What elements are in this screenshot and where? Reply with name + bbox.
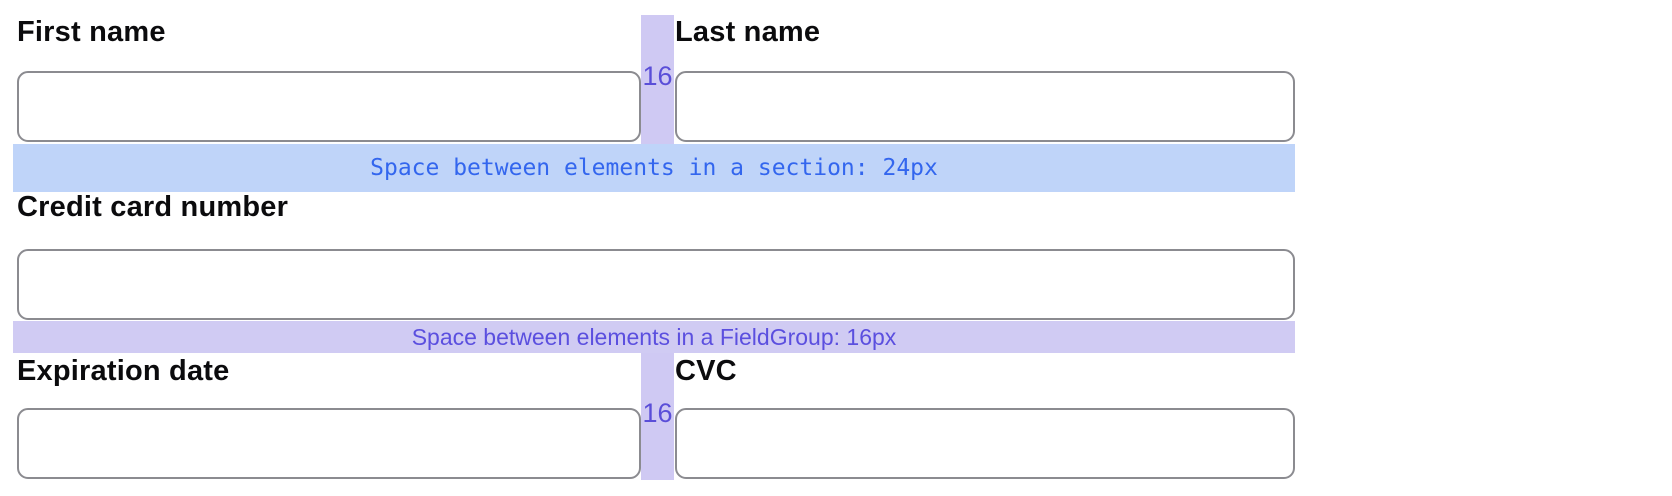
expiration-date-label: Expiration date bbox=[17, 355, 230, 387]
fieldgroup-gap-strip-bottom bbox=[641, 353, 674, 480]
last-name-input[interactable] bbox=[675, 71, 1295, 142]
expiration-date-input[interactable] bbox=[17, 408, 641, 479]
fieldgroup-spacing-band-label: Space between elements in a FieldGroup: … bbox=[411, 323, 897, 350]
fieldgroup-gap-strip-top bbox=[641, 15, 674, 144]
section-spacing-band: Space between elements in a section: 24p… bbox=[13, 144, 1295, 192]
cvc-input[interactable] bbox=[675, 408, 1295, 479]
last-name-label: Last name bbox=[675, 16, 821, 48]
fieldgroup-spacing-band: Space between elements in a FieldGroup: … bbox=[13, 321, 1295, 353]
first-name-label: First name bbox=[17, 16, 166, 48]
credit-card-number-input[interactable] bbox=[17, 249, 1295, 320]
credit-card-number-label: Credit card number bbox=[17, 191, 289, 223]
first-name-input[interactable] bbox=[17, 71, 641, 142]
cvc-label: CVC bbox=[675, 355, 737, 387]
gap-size-annotation-top: 16 bbox=[642, 61, 673, 91]
gap-size-annotation-bottom: 16 bbox=[642, 398, 673, 428]
section-spacing-band-label: Space between elements in a section: 24p… bbox=[370, 155, 938, 181]
